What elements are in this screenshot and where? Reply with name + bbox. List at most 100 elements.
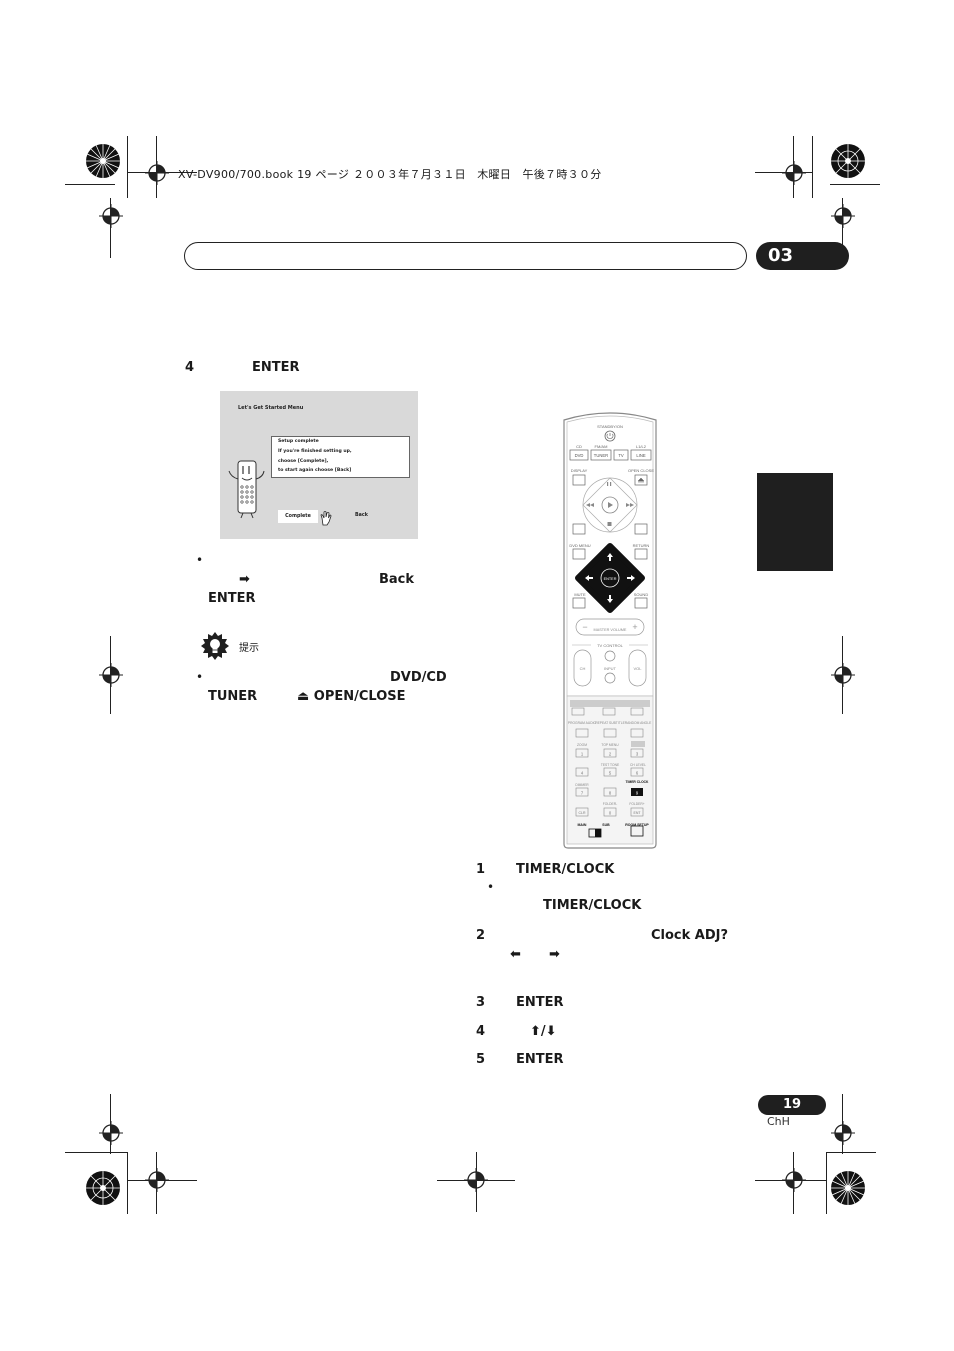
- sunburst-mark-icon: [86, 144, 120, 178]
- remote-button-label: TV: [618, 453, 624, 458]
- language-side-tab: [757, 473, 833, 571]
- step-4-keys: ⬆/⬇: [530, 1024, 557, 1039]
- remote-mascot-icon: [228, 460, 265, 519]
- language-code: ChH: [767, 1115, 790, 1128]
- keypad-label: REPEAT SUBTITLE: [595, 721, 625, 725]
- back-key-label: Back: [379, 572, 415, 587]
- bullet-key: TIMER/CLOCK: [543, 898, 642, 913]
- tip-lightbulb-icon: [201, 632, 229, 660]
- registration-mark-icon: [464, 1168, 488, 1192]
- keypad-label: PROGRAM AUDIO: [568, 721, 597, 725]
- remote-row1-label: L1/L2: [636, 444, 647, 449]
- message-line: Setup complete: [278, 439, 319, 444]
- registration-mark-icon: [831, 204, 855, 228]
- step-4-number: 4: [476, 1024, 486, 1039]
- keypad-label: TOP MENU: [601, 743, 619, 747]
- step-4-key: ENTER: [252, 360, 300, 375]
- digit-key: 7: [581, 791, 584, 796]
- registration-mark-icon: [831, 663, 855, 687]
- right-arrow-glyph: ➡: [549, 947, 560, 962]
- master-volume-label: MASTER VOLUME: [594, 628, 627, 632]
- step-5-key: ENTER: [516, 1052, 564, 1067]
- registration-mark-icon: [782, 161, 806, 185]
- svg-text:−: −: [582, 622, 587, 632]
- keypad-label: FOLDER+: [629, 802, 644, 806]
- complete-button: Complete: [278, 510, 318, 523]
- bullet-mark: •: [487, 880, 495, 894]
- message-box: Setup complete If you're finished settin…: [271, 436, 410, 478]
- remote-row1-label: CD: [576, 444, 582, 449]
- enter-key-label: ENTER: [208, 591, 256, 606]
- standby-label: STANDBY/ON: [597, 424, 623, 429]
- return-label: RETURN: [633, 543, 650, 548]
- input-label: INPUT: [604, 666, 617, 671]
- mute-label: MUTE: [574, 592, 586, 597]
- step-3-key: ENTER: [516, 995, 564, 1010]
- sunburst-mark-icon: [831, 1171, 865, 1205]
- open-close-key-label: ⏏ OPEN/CLOSE: [297, 689, 406, 704]
- digit-key: 8: [609, 791, 612, 796]
- registration-mark-icon: [831, 1121, 855, 1145]
- ch-label: CH: [580, 666, 586, 671]
- digit-key: 9: [636, 791, 639, 796]
- chapter-number: 03: [756, 242, 849, 270]
- registration-mark-icon: [99, 204, 123, 228]
- main-label: MAIN: [578, 823, 587, 827]
- step-2-number: 2: [476, 928, 486, 943]
- registration-mark-icon: [99, 1121, 123, 1145]
- display-label: DISPLAY: [571, 468, 588, 473]
- message-line: to start again choose [Back]: [278, 468, 352, 474]
- room-setup-label: ROOM SETUP: [625, 823, 649, 827]
- registration-mark-icon: [99, 663, 123, 687]
- page-number: 19: [758, 1095, 826, 1115]
- sunburst-mark-icon: [86, 1171, 120, 1205]
- step-1-key: TIMER/CLOCK: [516, 862, 615, 877]
- message-line: choose [Complete],: [278, 458, 329, 464]
- registration-mark-icon: [782, 1168, 806, 1192]
- remote-control-illustration: STANDBY/ON CD FM/AM L1/L2 DVD TUNER TV L…: [563, 412, 657, 849]
- back-button: Back: [355, 513, 368, 518]
- message-line: If you're finished setting up,: [278, 448, 352, 454]
- sound-label: SOUND: [634, 592, 649, 597]
- registration-mark-icon: [145, 161, 169, 185]
- clock-adj-display: Clock ADJ?: [651, 928, 729, 943]
- keypad-label: ZOOM: [577, 743, 587, 747]
- digit-key: 5: [609, 771, 612, 776]
- step-4-number: 4: [185, 360, 195, 375]
- keypad-label: FOLDER-: [603, 802, 617, 806]
- keypad-label: RANDOM ANGLE: [625, 721, 652, 725]
- bullet-mark: •: [196, 553, 204, 567]
- keypad-label: DIMMER: [575, 783, 589, 787]
- menu-screenshot: Let's Get Started Menu Setup complete If…: [220, 391, 418, 539]
- tuner-key-label: TUNER: [208, 689, 258, 704]
- menu-title: Let's Get Started Menu: [238, 405, 304, 411]
- svg-text:+: +: [632, 622, 637, 632]
- sunburst-mark-icon: [831, 144, 865, 178]
- remote-button-label: DVD: [575, 453, 584, 458]
- vol-label: VOL: [633, 666, 642, 671]
- sub-label: SUB: [602, 823, 610, 827]
- digit-key: 0: [609, 811, 612, 816]
- remote-button-label: TUNER: [594, 453, 608, 458]
- keypad-label: TEST TONE: [601, 763, 620, 767]
- bullet-mark: •: [196, 670, 204, 684]
- dvdcd-key-label: DVD/CD: [390, 670, 447, 685]
- tip-label: 提示: [239, 643, 259, 654]
- right-arrow-glyph: ➡: [239, 572, 250, 587]
- step-3-number: 3: [476, 995, 486, 1010]
- remote-row1-label: FM/AM: [595, 444, 608, 449]
- timer-clock-key-label: TIMER CLOCK: [626, 780, 650, 784]
- step-5-number: 5: [476, 1052, 486, 1067]
- title-bar: [184, 242, 747, 270]
- digit-key: 2: [609, 752, 612, 757]
- digit-key: 1: [581, 752, 584, 757]
- file-info-header: XV-DV900/700.book 19 ページ ２００３年７月３１日 木曜日 …: [178, 168, 602, 181]
- digit-key: CLR: [578, 811, 585, 815]
- step-1-number: 1: [476, 862, 486, 877]
- enter-label: ENTER: [604, 577, 617, 581]
- left-arrow-glyph: ⬅: [510, 947, 521, 962]
- open-close-label: OPEN CLOSE: [628, 468, 654, 473]
- tv-control-label: TV CONTROL: [597, 643, 624, 648]
- digit-key: 6: [636, 771, 639, 776]
- digit-key: 4: [581, 771, 584, 776]
